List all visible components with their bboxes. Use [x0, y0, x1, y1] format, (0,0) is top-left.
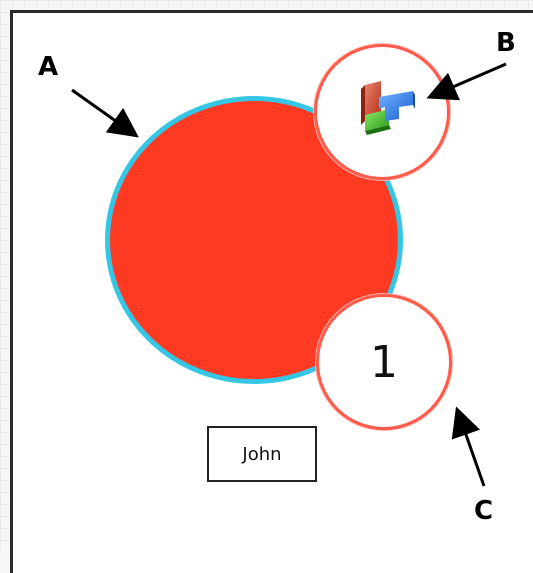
count-badge[interactable]: 1 [316, 294, 452, 430]
arrow-b [426, 62, 507, 101]
badge-number: 1 [370, 336, 398, 388]
app-blocks-icon [361, 81, 415, 135]
callout-label-a: A [38, 52, 59, 82]
icon-badge[interactable] [314, 44, 450, 180]
callout-label-b: B [496, 28, 516, 58]
callout-arrows [71, 62, 507, 487]
arrow-a [71, 88, 139, 138]
name-label-box[interactable]: John [207, 426, 317, 482]
arrow-c [451, 406, 486, 487]
callout-label-c: C [474, 496, 494, 526]
